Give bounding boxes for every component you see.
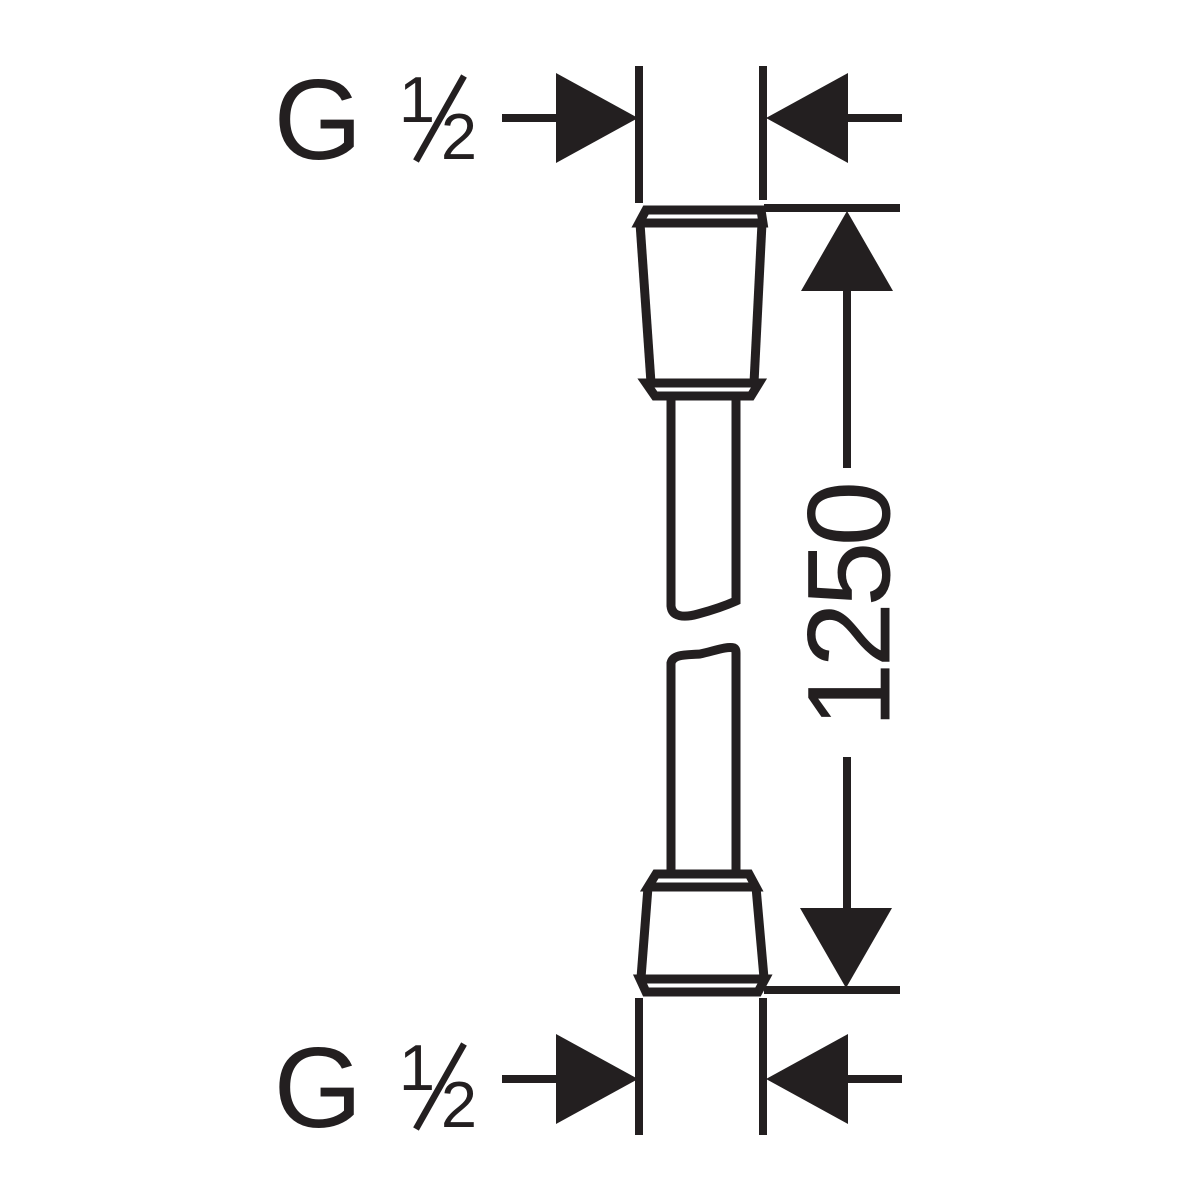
top-thread-letter: G [274, 57, 363, 184]
hose-tube-upper-segment [666, 397, 741, 621]
bottom-dim-left-arrowhead-icon [766, 1034, 848, 1124]
top-connector-body-left-edge [635, 222, 656, 384]
top-thread-dimension: G 1 2 [274, 57, 902, 203]
bottom-connector-body-right-edge [751, 886, 769, 979]
top-thread-fraction-numerator: 1 [399, 63, 435, 136]
bottom-connector-base-rim [632, 974, 773, 997]
bottom-connector-body-left-edge [636, 886, 653, 979]
top-dim-right-arrowhead-icon [556, 73, 638, 163]
hose-tube-lower-segment [666, 643, 741, 872]
hose-length-value-label: 1250 [784, 484, 916, 728]
top-connector-rim [631, 205, 769, 228]
length-dim-down-arrowhead-icon [800, 908, 892, 988]
top-connector-body-right-edge [749, 222, 767, 384]
bottom-dim-right-arrowhead-icon [556, 1034, 638, 1124]
top-dim-left-arrowhead-icon [766, 73, 848, 163]
length-dim-up-arrowhead-icon [801, 211, 893, 291]
top-thread-fraction-slash-icon [413, 74, 467, 163]
top-connector-base-rim [637, 378, 768, 401]
bottom-thread-fraction-numerator: 1 [399, 1031, 435, 1104]
hose-drawing [631, 205, 773, 997]
hose-length-dimension: 1250 [764, 204, 916, 994]
bottom-thread-letter: G [274, 1025, 363, 1152]
top-thread-fraction-denominator: 2 [441, 100, 477, 173]
bottom-thread-fraction-denominator: 2 [441, 1068, 477, 1141]
bottom-connector-rim [639, 869, 764, 892]
bottom-thread-fraction-slash-icon [413, 1042, 467, 1131]
bottom-thread-dimension: G 1 2 [274, 998, 902, 1152]
